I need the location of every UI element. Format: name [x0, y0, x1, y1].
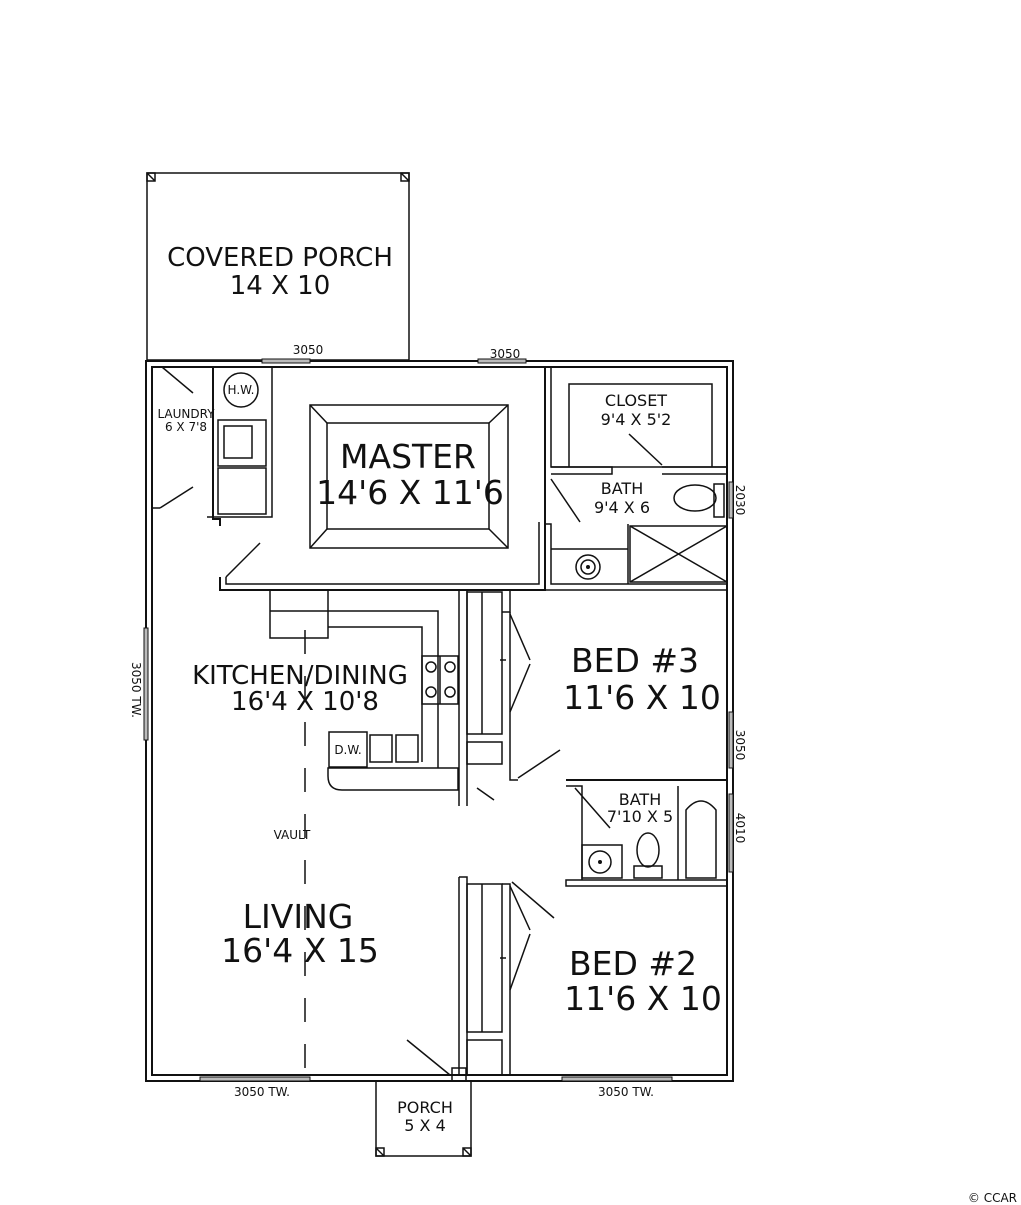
- covered-porch-label: COVERED PORCH: [167, 243, 393, 273]
- master-label: MASTER: [340, 437, 476, 476]
- bed3-label: BED #3: [571, 641, 699, 680]
- master-bath-closet: CLOSET 9'4 X 5'2 BATH 9'4 X 6: [545, 366, 728, 585]
- vault-label: VAULT: [274, 828, 311, 842]
- bath2-label: BATH: [619, 790, 661, 809]
- bath2-size: 7'10 X 5: [607, 807, 673, 826]
- living-label: LIVING: [243, 897, 354, 936]
- master-bedroom: MASTER 14'6 X 11'6: [219, 367, 546, 591]
- laundry-label: LAUNDRY: [157, 407, 215, 421]
- covered-porch-size: 14 X 10: [230, 271, 331, 301]
- laundry-size: 6 X 7'8: [165, 420, 207, 434]
- kitchen-label: KITCHEN/DINING: [192, 661, 408, 691]
- closet-label: CLOSET: [605, 391, 667, 410]
- window-label: 4010: [733, 813, 747, 844]
- living-size: 16'4 X 15: [221, 931, 379, 970]
- windows: 3050 3050 3050 TW. 2030 3050 4010 3050 T…: [129, 343, 747, 1099]
- window-label: 3050: [293, 343, 324, 357]
- window-label: 2030: [733, 485, 747, 516]
- bedroom-2: BED #2 11'6 X 10: [458, 876, 722, 1076]
- porch-size: 5 X 4: [404, 1116, 446, 1135]
- watermark: © CCAR: [968, 1191, 1017, 1205]
- porch-label: PORCH: [397, 1098, 453, 1117]
- bed3-size: 11'6 X 10: [563, 678, 721, 717]
- window-label: 3050: [733, 730, 747, 761]
- closet-size: 9'4 X 5'2: [601, 410, 672, 429]
- dishwasher-label: D.W.: [334, 743, 361, 757]
- bath-2: BATH 7'10 X 5: [565, 779, 728, 887]
- living-room: LIVING 16'4 X 15: [221, 897, 467, 1082]
- bed2-label: BED #2: [569, 944, 697, 983]
- water-heater-label: H.W.: [228, 383, 255, 397]
- window-label: 3050 TW.: [598, 1085, 654, 1099]
- bed2-size: 11'6 X 10: [564, 979, 722, 1018]
- bedroom-3: BED #3 11'6 X 10: [458, 589, 727, 806]
- master-bath-size: 9'4 X 6: [594, 498, 650, 517]
- window-label: 3050 TW.: [234, 1085, 290, 1099]
- laundry-room: H.W. LAUNDRY 6 X 7'8: [152, 366, 273, 526]
- front-porch: PORCH 5 X 4: [375, 1080, 472, 1157]
- window-label: 3050: [490, 347, 521, 361]
- kitchen: D.W. KITCHEN/DINING 16'4 X 10'8 VAULT: [192, 589, 459, 1075]
- master-bath-label: BATH: [601, 479, 643, 498]
- window-label: 3050 TW.: [129, 662, 143, 718]
- covered-porch: COVERED PORCH 14 X 10: [146, 172, 410, 361]
- master-size: 14'6 X 11'6: [316, 473, 504, 512]
